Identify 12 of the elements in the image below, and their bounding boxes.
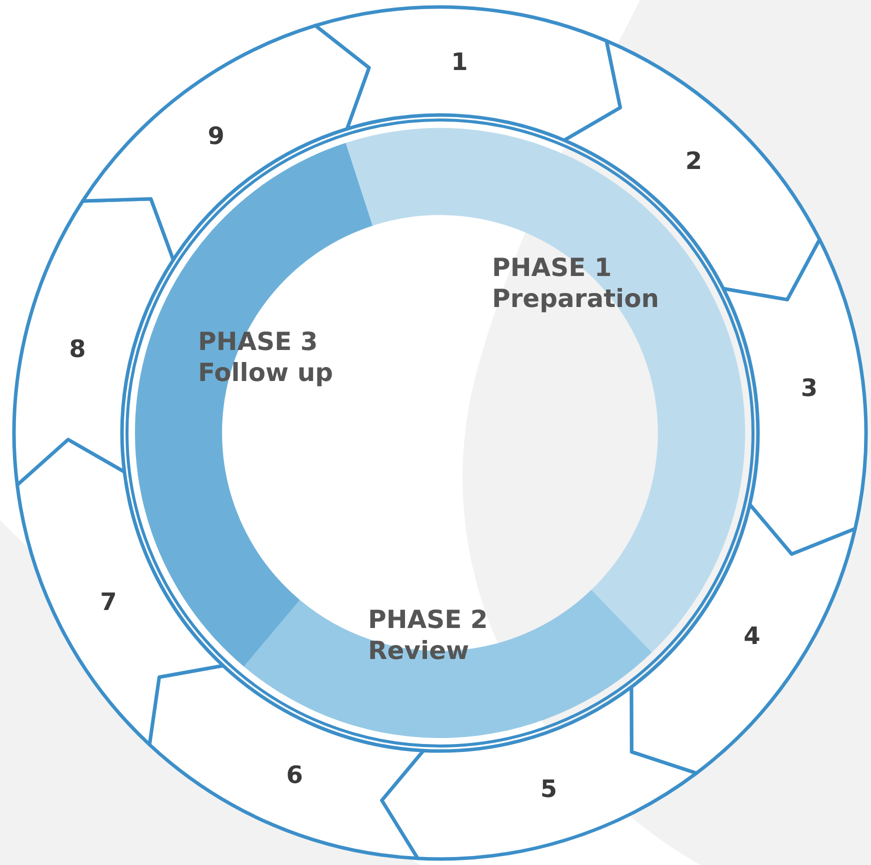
step-number: 1 (451, 48, 468, 76)
step-number: 2 (685, 146, 702, 175)
step-number: 8 (69, 335, 86, 364)
phase-title: PHASE 2 (368, 604, 488, 636)
step-number: 3 (800, 374, 818, 402)
step-number: 5 (540, 774, 558, 803)
phase-name: Preparation (492, 283, 660, 314)
phase-title: PHASE 1 (492, 252, 613, 284)
step-number: 7 (100, 588, 117, 616)
step-number: 9 (208, 122, 224, 150)
step-number: 6 (286, 761, 303, 790)
step-number: 4 (744, 622, 760, 650)
